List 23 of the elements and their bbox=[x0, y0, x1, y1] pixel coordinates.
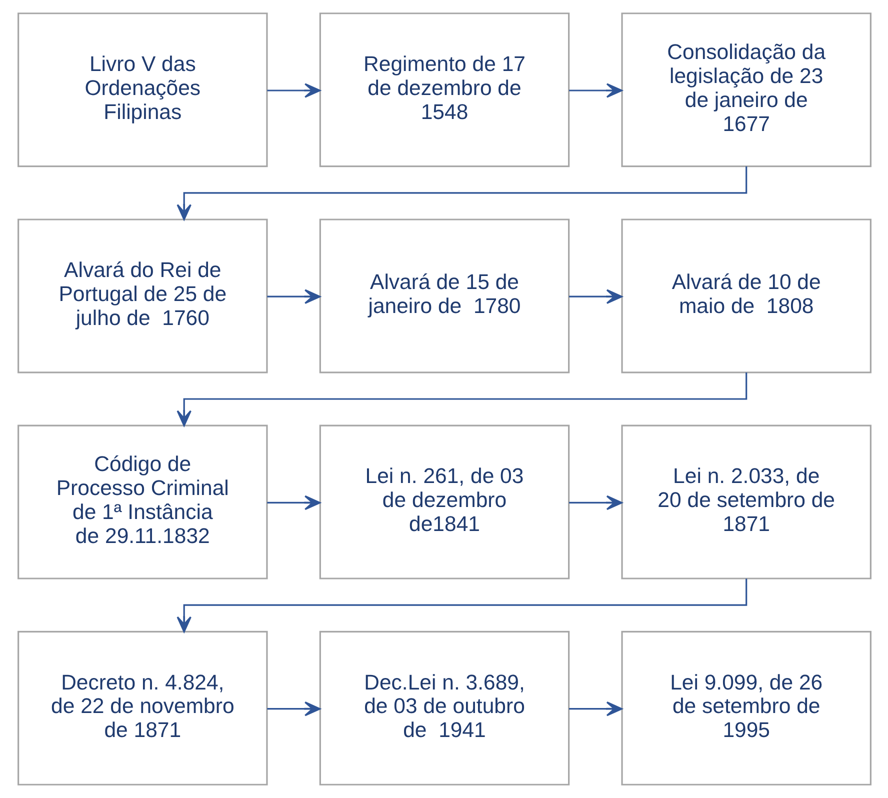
node-box: Regimento de 17 de dezembro de 1548 bbox=[318, 12, 570, 168]
node-box: Lei 9.099, de 26 de setembro de 1995 bbox=[620, 630, 871, 786]
arrow bbox=[266, 701, 320, 716]
arrow bbox=[568, 83, 622, 98]
node-box: Alvará de 10 de maio de 1808 bbox=[620, 218, 871, 374]
arrow bbox=[176, 372, 747, 426]
node-box: Alvará do Rei de Portugal de 25 de julho de 1760 bbox=[17, 218, 268, 374]
arrow bbox=[568, 495, 622, 510]
arrow bbox=[176, 578, 747, 632]
arrow bbox=[568, 289, 622, 304]
arrow bbox=[266, 495, 320, 510]
node-box: Alvará de 15 de janeiro de 1780 bbox=[318, 218, 570, 374]
node-box: Lei n. 261, de 03 de dezembro de1841 bbox=[318, 424, 570, 580]
node-box: Livro V das Ordenações Filipinas bbox=[17, 12, 268, 168]
node-box: Dec.Lei n. 3.689, de 03 de outubro de 1941 bbox=[318, 630, 570, 786]
node-box: Consolidação da legislação de 23 de janeiro de 1677 bbox=[620, 12, 871, 168]
arrow bbox=[266, 83, 320, 98]
node-box: Código de Processo Criminal de 1ª Instância de 29.11.1832 bbox=[17, 424, 268, 580]
arrow bbox=[568, 701, 622, 716]
arrow bbox=[176, 166, 747, 220]
node-box: Decreto n. 4.824, de 22 de novembro de 1871 bbox=[17, 630, 268, 786]
node-box: Lei n. 2.033, de 20 de setembro de 1871 bbox=[620, 424, 871, 580]
arrow bbox=[266, 289, 320, 304]
